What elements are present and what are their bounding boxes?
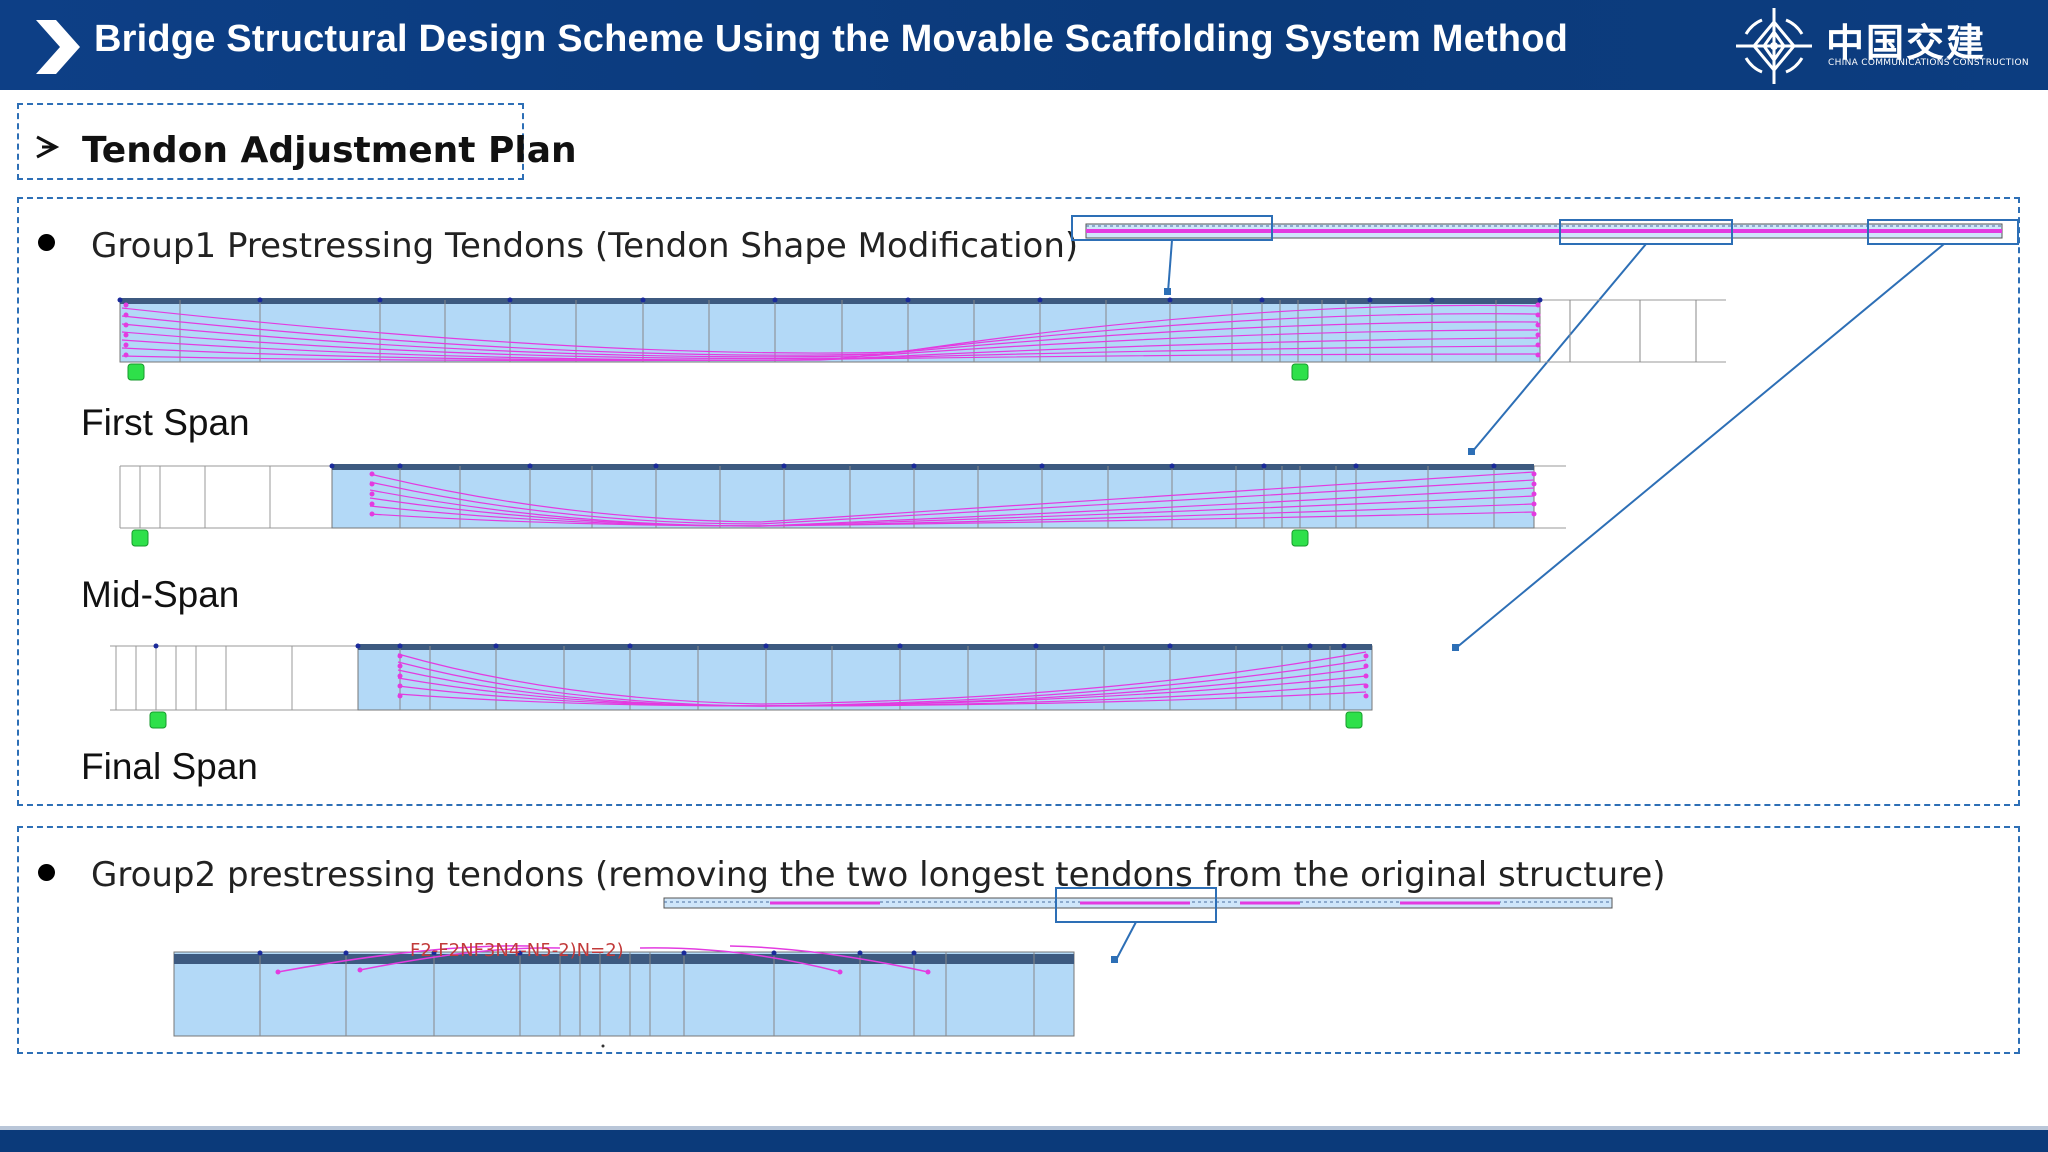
company-logo-icon bbox=[1736, 8, 1812, 84]
section-title-box bbox=[17, 103, 524, 180]
header-bar: Bridge Structural Design Scheme Using th… bbox=[0, 0, 2048, 90]
group2-box bbox=[17, 826, 2020, 1054]
bullet-icon bbox=[38, 864, 55, 881]
final-span-label: Final Span bbox=[81, 746, 258, 787]
group1-box bbox=[17, 197, 2020, 806]
logo-text-cn: 中国交建 bbox=[1826, 21, 1987, 65]
chevron-right-icon bbox=[36, 20, 80, 74]
page-title: Bridge Structural Design Scheme Using th… bbox=[94, 18, 1569, 60]
first-span-label: First Span bbox=[81, 402, 250, 443]
group2-heading: Group2 prestressing tendons (removing th… bbox=[91, 855, 1666, 895]
bullet-icon bbox=[38, 234, 55, 251]
logo-text-en: CHINA COMMUNICATIONS CONSTRUCTION bbox=[1828, 58, 2029, 68]
footer-divider bbox=[0, 1126, 2048, 1130]
section-title: Tendon Adjustment Plan bbox=[82, 130, 577, 171]
arrow-right-icon bbox=[34, 134, 60, 168]
mid-span-label: Mid-Span bbox=[81, 574, 240, 615]
group1-heading: Group1 Prestressing Tendons (Tendon Shap… bbox=[91, 226, 1079, 266]
footer-bar bbox=[0, 1130, 2048, 1152]
